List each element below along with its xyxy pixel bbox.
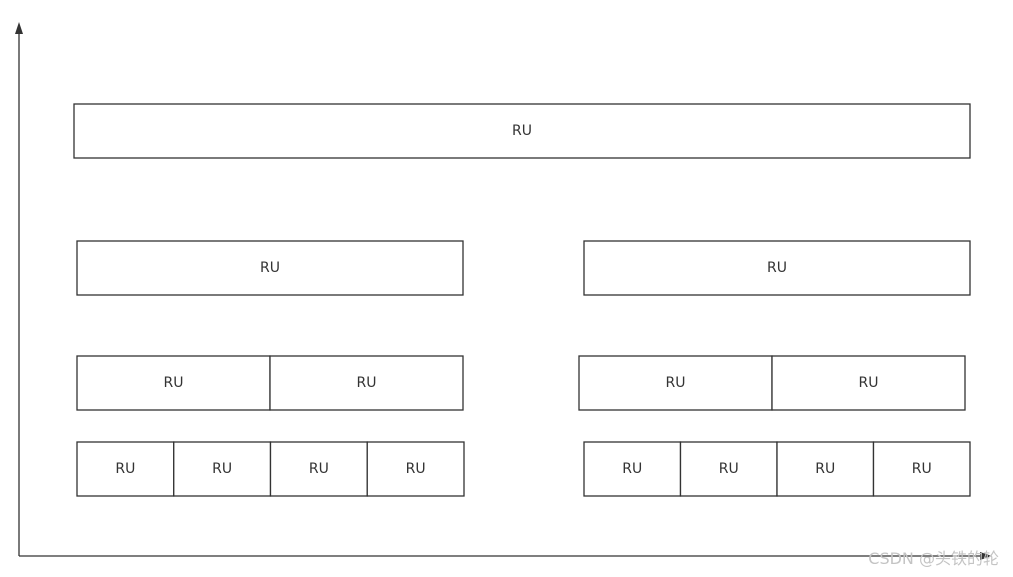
ru-box-level-4-1: RU: [76, 441, 175, 497]
ru-box-outline: [872, 441, 971, 497]
ru-box-label: RU: [912, 461, 932, 477]
ru-box-label: RU: [260, 260, 280, 276]
ru-box-level-4-2: RU: [173, 441, 272, 497]
ru-box-level-3-3: RU: [578, 355, 773, 411]
ru-box-label: RU: [357, 375, 377, 391]
ru-box-outline: [76, 240, 464, 296]
ru-box-label: RU: [815, 461, 835, 477]
ru-box-outline: [173, 441, 272, 497]
ru-box-level-4-6: RU: [679, 441, 778, 497]
ru-box-level-4-4: RU: [366, 441, 465, 497]
ru-box-level-4-5: RU: [583, 441, 682, 497]
ru-box-label: RU: [767, 260, 787, 276]
ru-box-outline: [269, 441, 368, 497]
ru-box-label: RU: [666, 375, 686, 391]
ru-box-label: RU: [115, 461, 135, 477]
ru-box-label: RU: [719, 461, 739, 477]
ru-box-level-4-3: RU: [269, 441, 368, 497]
ru-box-label: RU: [164, 375, 184, 391]
ru-box-label: RU: [859, 375, 879, 391]
ru-box-label: RU: [406, 461, 426, 477]
horizontal-axis-arrow-icon: [980, 552, 992, 560]
watermark: CSDN @头铁的轮: [868, 549, 999, 568]
ru-box-level-2-1: RU: [76, 240, 464, 296]
axes: [15, 22, 992, 560]
ru-box-outline: [583, 240, 971, 296]
ru-box-level-4-7: RU: [776, 441, 875, 497]
ru-box-label: RU: [622, 461, 642, 477]
ru-box-level-4-8: RU: [872, 441, 971, 497]
ru-box-label: RU: [309, 461, 329, 477]
ru-box-outline: [679, 441, 778, 497]
ru-boxes: RU RU RU RU RU RU RU RU RU RU RU RU RU RU RU: [73, 103, 971, 497]
ru-box-level-2-2: RU: [583, 240, 971, 296]
vertical-axis-arrow-icon: [15, 22, 23, 34]
ru-box-outline: [771, 355, 966, 411]
ru-box-outline: [76, 355, 271, 411]
ru-box-level-3-4: RU: [771, 355, 966, 411]
ru-box-label: RU: [512, 123, 532, 139]
ru-box-level-1-1: RU: [73, 103, 971, 159]
ru-box-outline: [578, 355, 773, 411]
ru-box-level-3-1: RU: [76, 355, 271, 411]
ru-box-outline: [73, 103, 971, 159]
ru-box-outline: [583, 441, 682, 497]
ru-box-outline: [269, 355, 464, 411]
ru-box-level-3-2: RU: [269, 355, 464, 411]
ru-box-outline: [366, 441, 465, 497]
ru-box-outline: [776, 441, 875, 497]
ru-box-label: RU: [212, 461, 232, 477]
